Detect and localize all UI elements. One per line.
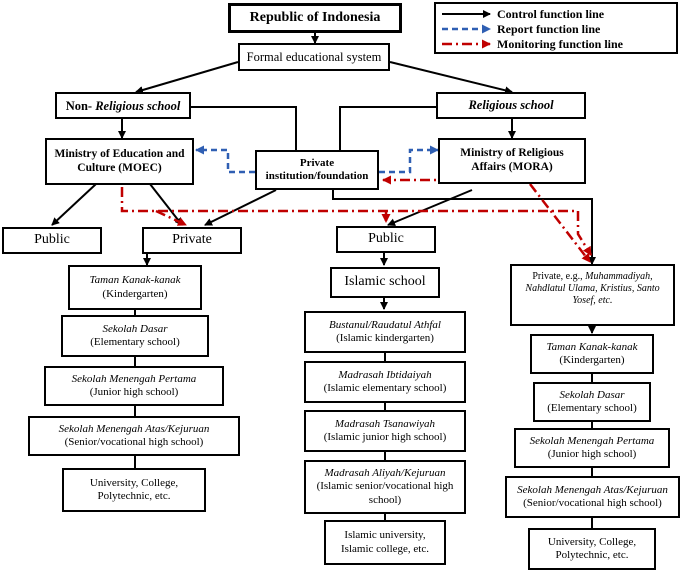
left-university-box: University, College, Polytechnic, etc. [62, 468, 206, 512]
left-senior-high-name: Sekolah Menengah Atas/Kejuruan [58, 422, 210, 435]
moec-box: Ministry of Education and Culture (MOEC) [45, 138, 194, 185]
left-senior-high-sub: (Senior/vocational high school) [64, 436, 204, 448]
non-religious-label: Religious school [95, 99, 181, 113]
non-religious-prefix: Non- [65, 99, 96, 113]
left-kindergarten-name: Taman Kanak-kanak [89, 274, 181, 287]
middle-senior-high-sub: (Islamic senior/vocational high school) [316, 480, 454, 506]
middle-junior-high-name: Madrasah Tsanawiyah [334, 417, 436, 430]
left-university-sub: University, College, Polytechnic, etc. [89, 476, 179, 502]
mora-box: Ministry of Religious Affairs (MORA) [438, 138, 586, 184]
middle-elementary-name: Madrasah Ibtidaiyah [338, 368, 432, 381]
private-right-examples: Muhammadiyah, Nahdlatul Ulama, Kristius,… [525, 271, 660, 306]
right-university-sub: University, College, Polytechnic, etc. [547, 535, 637, 561]
public-middle-box: Public [336, 226, 436, 253]
legend-box [434, 2, 678, 54]
middle-university-sub: Islamic university, Islamic college, etc… [341, 529, 429, 555]
right-elementary-name: Sekolah Dasar [559, 388, 625, 401]
middle-elementary-box: Madrasah Ibtidaiyah (Islamic elementary … [304, 361, 466, 403]
private-left-box: Private [142, 227, 242, 254]
middle-kindergarten-name: Bustanul/Raudatul Athfal [329, 318, 441, 331]
left-elementary-box: Sekolah Dasar (Elementary school) [61, 315, 209, 357]
private-right-prefix: Private, e.g., [532, 271, 586, 282]
formal-educational-system-box: Formal educational system [238, 43, 390, 71]
islamic-school-box: Islamic school [330, 267, 440, 298]
private-right-box: Private, e.g., Muhammadiyah, Nahdlatul U… [510, 264, 675, 326]
right-senior-high-sub: (Senior/vocational high school) [523, 497, 662, 509]
right-junior-high-sub: (Junior high school) [547, 448, 637, 460]
middle-kindergarten-sub: (Islamic kindergarten) [336, 332, 434, 344]
republic-of-indonesia-box: Republic of Indonesia [228, 3, 402, 33]
legend-report-label: Report function line [497, 22, 601, 36]
middle-senior-high-box: Madrasah Aliyah/Kejuruan (Islamic senior… [304, 460, 466, 514]
middle-elementary-sub: (Islamic elementary school) [323, 382, 447, 394]
left-junior-high-box: Sekolah Menengah Pertama (Junior high sc… [44, 366, 224, 406]
right-junior-high-box: Sekolah Menengah Pertama (Junior high sc… [514, 428, 670, 468]
non-religious-school-box: Non- Religious school [55, 92, 191, 119]
middle-university-box: Islamic university, Islamic college, etc… [324, 520, 446, 565]
religious-school-box: Religious school [436, 92, 586, 119]
middle-junior-high-sub: (Islamic junior high school) [323, 431, 447, 443]
right-senior-high-name: Sekolah Menengah Atas/Kejuruan [517, 483, 668, 496]
right-junior-high-name: Sekolah Menengah Pertama [529, 434, 655, 447]
left-kindergarten-sub: (Kindergarten) [102, 287, 168, 300]
legend-monitoring-label: Monitoring function line [497, 37, 624, 51]
right-kindergarten-box: Taman Kanak-kanak (Kindergarten) [530, 334, 654, 374]
right-elementary-box: Sekolah Dasar (Elementary school) [533, 382, 651, 422]
left-junior-high-sub: (Junior high school) [89, 386, 179, 398]
right-kindergarten-name: Taman Kanak-kanak [546, 340, 638, 353]
right-kindergarten-sub: (Kindergarten) [559, 354, 625, 366]
right-senior-high-box: Sekolah Menengah Atas/Kejuruan (Senior/v… [505, 476, 680, 518]
middle-junior-high-box: Madrasah Tsanawiyah (Islamic junior high… [304, 410, 466, 452]
right-elementary-sub: (Elementary school) [547, 402, 637, 414]
left-junior-high-name: Sekolah Menengah Pertama [71, 372, 197, 385]
middle-kindergarten-box: Bustanul/Raudatul Athfal (Islamic kinder… [304, 311, 466, 353]
left-senior-high-box: Sekolah Menengah Atas/Kejuruan (Senior/v… [28, 416, 240, 456]
legend-control-label: Control function line [497, 7, 605, 21]
private-institution-box: Private institution/foundation [255, 150, 379, 190]
left-elementary-name: Sekolah Dasar [102, 322, 168, 335]
left-elementary-sub: (Elementary school) [90, 336, 180, 348]
middle-senior-high-name: Madrasah Aliyah/Kejuruan [324, 467, 446, 480]
right-university-box: University, College, Polytechnic, etc. [528, 528, 656, 570]
public-left-box: Public [2, 227, 102, 254]
left-kindergarten-box: Taman Kanak-kanak (Kindergarten) [68, 265, 202, 310]
